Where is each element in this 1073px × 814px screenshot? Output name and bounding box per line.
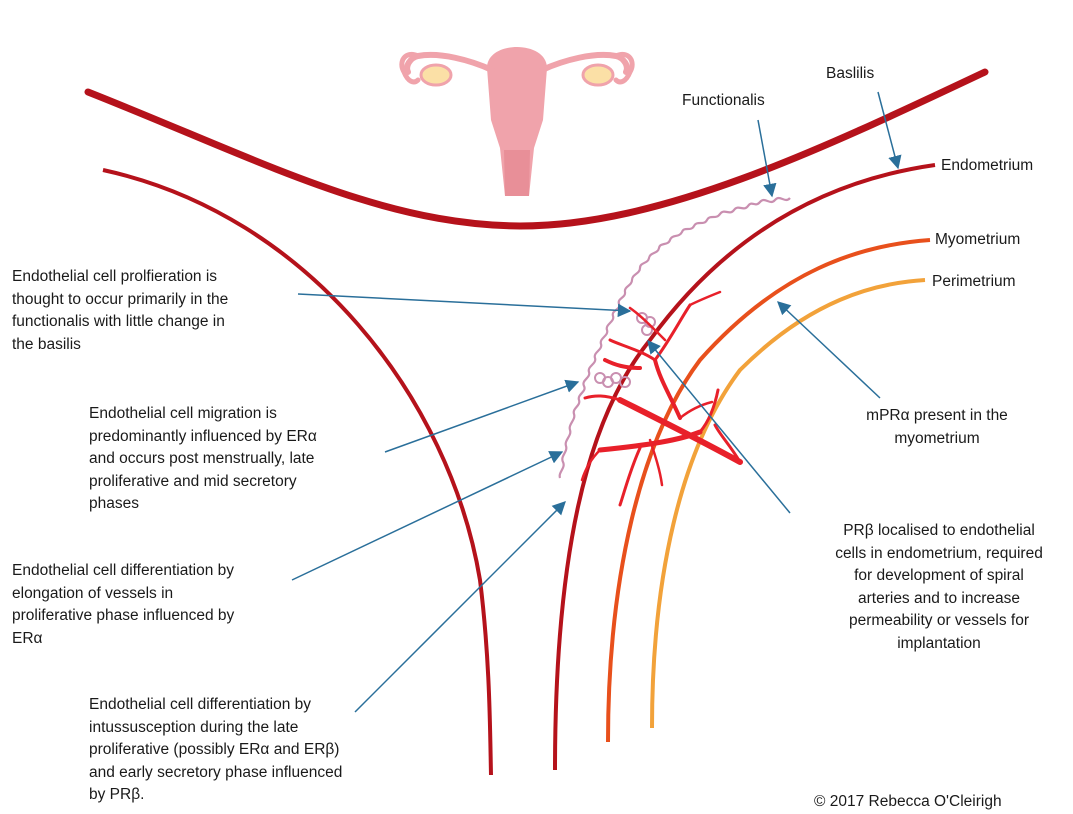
arrow-proliferation [298,294,630,311]
annotation-proliferation: Endothelial cell prolfieration is though… [12,266,228,356]
label-functionalis: Functionalis [682,90,765,113]
annotation-migration: Endothelial cell migration is predominan… [89,403,317,516]
copyright-notice: © 2017 Rebecca O'Cleirigh [814,791,1002,814]
annotation-mpr: mPRα present in the myometrium [852,405,1022,450]
label-perimetrium: Perimetrium [932,271,1016,294]
label-myometrium: Myometrium [935,229,1020,252]
uterus-icon [402,47,632,196]
arrow-mpr [778,302,880,398]
endometrium-line [555,165,935,770]
arrow-elongation [292,452,562,580]
label-endometrium: Endometrium [941,155,1033,178]
myometrium-line [608,240,930,742]
annotation-prb: PRβ localised to endothelial cells in en… [808,520,1070,655]
functionalis-squiggle [560,198,790,478]
arrow-intussusception [355,502,565,712]
annotation-elongation: Endothelial cell differentiation by elon… [12,560,234,650]
arrow-functionalis [758,120,772,196]
arrow-baslilis [878,92,898,168]
annotation-intussusception: Endothelial cell differentiation by intu… [89,694,342,807]
arrow-migration [385,382,578,452]
perimetrium-line [652,280,925,728]
label-baslilis: Baslilis [826,63,874,86]
